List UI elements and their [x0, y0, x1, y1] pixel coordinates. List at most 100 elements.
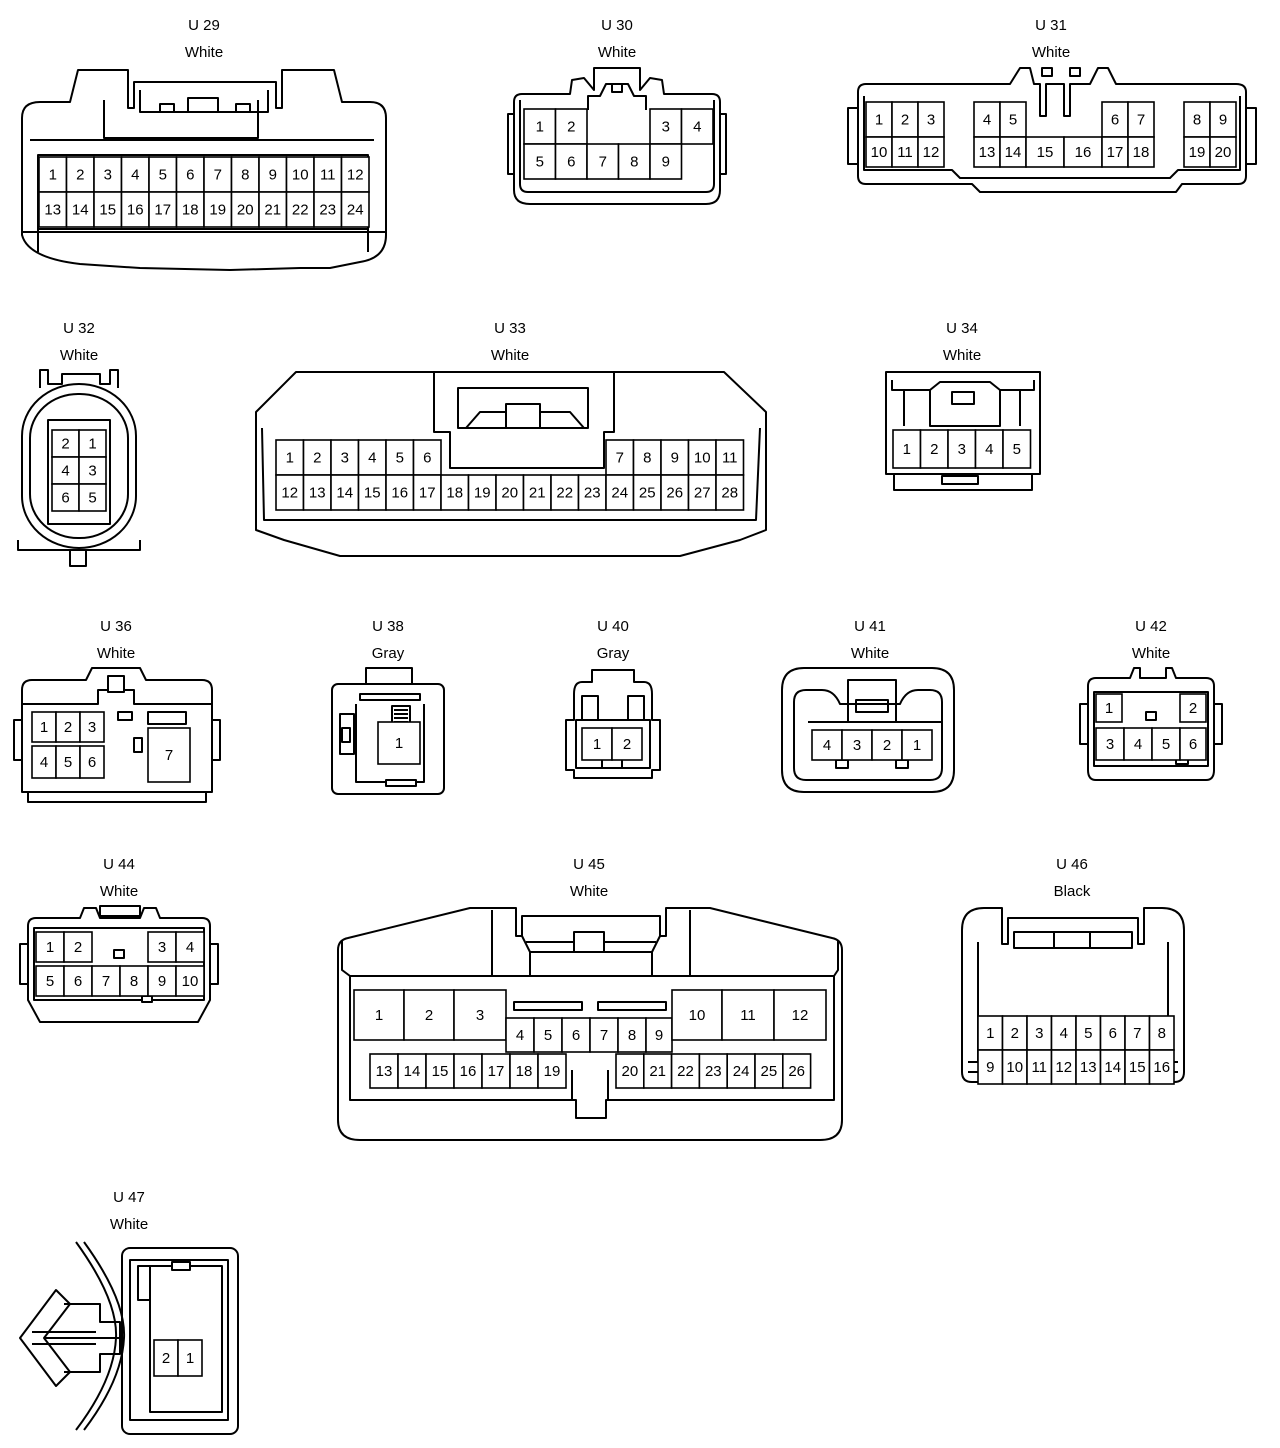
- pin-cell: [1101, 101, 1129, 138]
- pin-number: 15: [432, 1063, 449, 1080]
- pin-cell: [505, 1017, 535, 1053]
- connector-color-u40: Gray: [597, 645, 630, 662]
- connector-id-u33: U 33: [494, 320, 526, 337]
- pin-cell: [453, 989, 507, 1041]
- pin-cell: [377, 721, 421, 765]
- pin-number: 23: [319, 202, 336, 219]
- pin-cell: [586, 143, 620, 180]
- pin-number: 11: [1031, 1059, 1047, 1076]
- pin-cell: [78, 483, 107, 512]
- pin-cell: [412, 439, 442, 476]
- pin-number: 4: [186, 939, 194, 956]
- pin-number: 2: [425, 1007, 433, 1024]
- pin-number: 11: [320, 167, 336, 184]
- pin-cell: [615, 1053, 645, 1089]
- pin-cell: [175, 931, 205, 963]
- pin-number: 1: [88, 436, 96, 453]
- pin-number: 10: [292, 167, 309, 184]
- pin-cell: [285, 191, 315, 228]
- pin-number: 8: [643, 450, 651, 467]
- pin-number: 1: [40, 719, 48, 736]
- connector-color-u45: White: [570, 883, 608, 900]
- pin-number: 15: [364, 485, 381, 502]
- pin-number: 7: [214, 167, 222, 184]
- pin-number: 2: [567, 119, 575, 136]
- pin-number: 18: [446, 485, 463, 502]
- pin-number: 2: [883, 737, 891, 754]
- connector-id-u31: U 31: [1035, 17, 1067, 34]
- pin-cell: [617, 1017, 647, 1053]
- pin-number: 3: [104, 167, 112, 184]
- pin-number: 6: [567, 154, 575, 171]
- pin-cell: [369, 1053, 399, 1089]
- pin-cell: [871, 729, 903, 761]
- pin-number: 14: [1104, 1059, 1121, 1076]
- pin-number: 11: [722, 450, 738, 467]
- pin-number: 3: [1106, 736, 1114, 753]
- pin-number: 26: [666, 485, 683, 502]
- pin-cell: [175, 965, 205, 997]
- pin-cell: [1183, 101, 1211, 138]
- pin-cell: [1026, 1015, 1053, 1051]
- pin-number: 5: [1084, 1025, 1092, 1042]
- pin-cell: [660, 439, 690, 476]
- connector-color-u31: White: [1032, 44, 1070, 61]
- pin-cell: [1075, 1049, 1102, 1085]
- pin-number: 9: [986, 1059, 994, 1076]
- pin-cell: [147, 727, 191, 783]
- pin-cell: [1124, 1015, 1151, 1051]
- pin-number: 16: [127, 202, 144, 219]
- pin-number: 2: [313, 450, 321, 467]
- pin-cell: [919, 429, 949, 469]
- pin-number: 1: [1105, 700, 1113, 717]
- pin-cell: [177, 1339, 203, 1377]
- pin-number: 6: [1189, 736, 1197, 753]
- pin-cell: [1101, 136, 1129, 168]
- pin-number: 8: [130, 973, 138, 990]
- pin-number: 6: [61, 490, 69, 507]
- pin-cell: [1179, 693, 1207, 723]
- pin-cell: [35, 931, 65, 963]
- connector-id-u45: U 45: [573, 856, 605, 873]
- pin-number: 2: [64, 719, 72, 736]
- pin-number: 9: [655, 1027, 663, 1044]
- pin-number: 14: [72, 202, 89, 219]
- pin-number: 4: [368, 450, 376, 467]
- pin-number: 1: [286, 450, 294, 467]
- pin-number: 22: [292, 202, 309, 219]
- connector-id-u47: U 47: [113, 1189, 145, 1206]
- pin-cell: [1148, 1049, 1175, 1085]
- pin-cell: [91, 965, 121, 997]
- pin-cell: [1025, 136, 1065, 168]
- pin-number: 13: [376, 1063, 393, 1080]
- pin-number: 7: [102, 973, 110, 990]
- pin-cell: [38, 191, 68, 228]
- pin-number: 17: [488, 1063, 505, 1080]
- pin-number: 25: [639, 485, 656, 502]
- pin-number: 19: [544, 1063, 561, 1080]
- pin-number: 3: [927, 112, 935, 129]
- pin-cell: [330, 474, 360, 511]
- connector-color-u34: White: [943, 347, 981, 364]
- pin-number: 2: [162, 1350, 170, 1367]
- pin-cell: [773, 989, 827, 1041]
- pin-number: 20: [1215, 144, 1232, 161]
- pin-cell: [561, 1017, 591, 1053]
- pin-cell: [230, 156, 260, 193]
- pin-cell: [175, 191, 205, 228]
- pin-number: 2: [76, 167, 84, 184]
- connector-id-u34: U 34: [946, 320, 978, 337]
- pin-cell: [63, 965, 93, 997]
- pin-cell: [313, 156, 343, 193]
- pin-number: 1: [913, 737, 921, 754]
